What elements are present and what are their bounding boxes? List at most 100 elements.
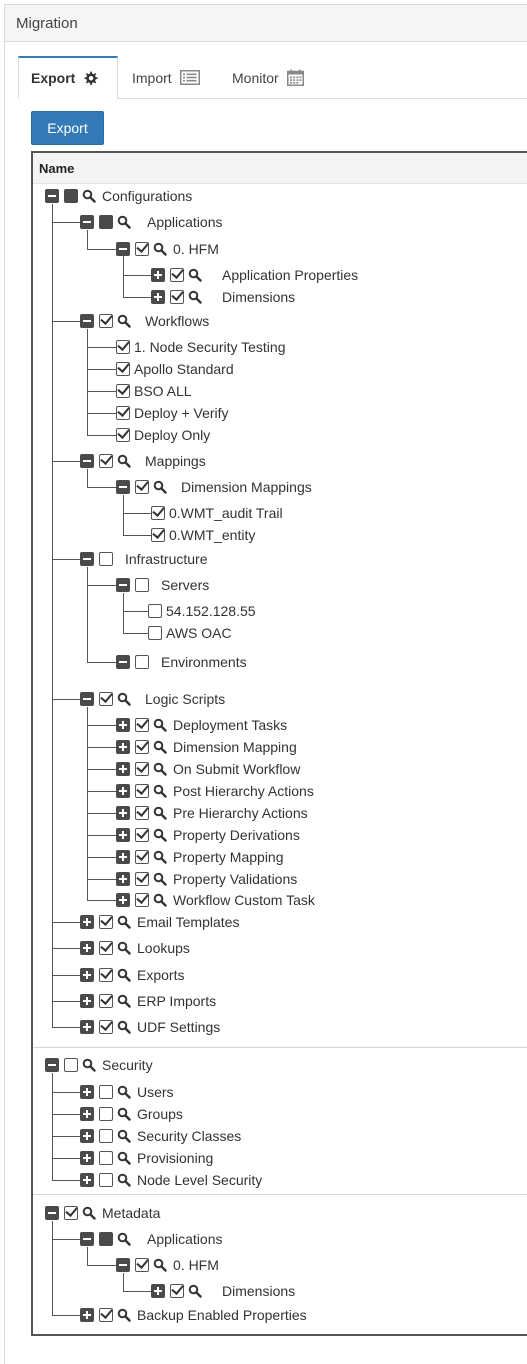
- node-checkbox[interactable]: [99, 994, 113, 1008]
- node-checkbox[interactable]: [99, 1129, 113, 1143]
- expand-icon[interactable]: [116, 784, 130, 798]
- node-checkbox[interactable]: [99, 314, 113, 328]
- tree-node-udf-settings[interactable]: UDF Settings: [80, 1017, 220, 1037]
- node-checkbox[interactable]: [116, 428, 130, 442]
- node-checkbox[interactable]: [151, 528, 165, 542]
- node-checkbox[interactable]: [64, 1206, 78, 1220]
- search-icon[interactable]: [153, 1258, 167, 1272]
- tree-node-pre-hierarchy-actions[interactable]: Pre Hierarchy Actions: [116, 803, 308, 823]
- node-checkbox[interactable]: [135, 893, 149, 907]
- tab-import[interactable]: Import: [120, 56, 212, 99]
- collapse-icon[interactable]: [116, 655, 130, 669]
- search-icon[interactable]: [153, 893, 167, 907]
- expand-icon[interactable]: [116, 850, 130, 864]
- search-icon[interactable]: [188, 290, 202, 304]
- tree-node-property-mapping[interactable]: Property Mapping: [116, 847, 284, 867]
- node-checkbox[interactable]: [135, 740, 149, 754]
- search-icon[interactable]: [153, 784, 167, 798]
- expand-icon[interactable]: [80, 968, 94, 982]
- search-icon[interactable]: [153, 850, 167, 864]
- search-icon[interactable]: [153, 740, 167, 754]
- search-icon[interactable]: [82, 189, 96, 203]
- node-checkbox[interactable]: [64, 189, 78, 203]
- search-icon[interactable]: [82, 1058, 96, 1072]
- search-icon[interactable]: [153, 718, 167, 732]
- search-icon[interactable]: [117, 915, 131, 929]
- node-checkbox[interactable]: [135, 872, 149, 886]
- collapse-icon[interactable]: [80, 454, 94, 468]
- tree-node-deploy-verify[interactable]: Deploy + Verify: [116, 403, 229, 423]
- node-checkbox[interactable]: [99, 1308, 113, 1322]
- expand-icon[interactable]: [80, 1085, 94, 1099]
- tab-export[interactable]: Export: [18, 56, 118, 99]
- search-icon[interactable]: [153, 480, 167, 494]
- tree-node-configurations[interactable]: Configurations: [45, 186, 192, 206]
- node-checkbox[interactable]: [135, 578, 149, 592]
- node-checkbox[interactable]: [116, 362, 130, 376]
- search-icon[interactable]: [117, 1129, 131, 1143]
- tab-monitor[interactable]: Monitor: [220, 56, 316, 99]
- tree-node-exports[interactable]: Exports: [80, 965, 184, 985]
- expand-icon[interactable]: [116, 762, 130, 776]
- tree-node-bso-all[interactable]: BSO ALL: [116, 381, 192, 401]
- node-checkbox[interactable]: [135, 480, 149, 494]
- collapse-icon[interactable]: [45, 189, 59, 203]
- tree-node-0-hfm[interactable]: 0. HFM: [116, 1255, 219, 1275]
- expand-icon[interactable]: [151, 290, 165, 304]
- tree-node-applications[interactable]: Applications: [80, 1229, 223, 1249]
- node-checkbox[interactable]: [99, 1107, 113, 1121]
- search-icon[interactable]: [117, 314, 131, 328]
- collapse-icon[interactable]: [116, 578, 130, 592]
- search-icon[interactable]: [117, 941, 131, 955]
- tree-node-1-node-security-testing[interactable]: 1. Node Security Testing: [116, 337, 286, 357]
- tree-node-security-classes[interactable]: Security Classes: [80, 1126, 241, 1146]
- expand-icon[interactable]: [80, 915, 94, 929]
- node-checkbox[interactable]: [135, 850, 149, 864]
- search-icon[interactable]: [117, 1173, 131, 1187]
- collapse-icon[interactable]: [45, 1206, 59, 1220]
- search-icon[interactable]: [188, 1284, 202, 1298]
- search-icon[interactable]: [117, 692, 131, 706]
- search-icon[interactable]: [153, 762, 167, 776]
- tree-node-0-hfm[interactable]: 0. HFM: [116, 239, 219, 259]
- search-icon[interactable]: [117, 1085, 131, 1099]
- search-icon[interactable]: [117, 994, 131, 1008]
- tree-node-deploy-only[interactable]: Deploy Only: [116, 425, 210, 445]
- tree-node-environments[interactable]: Environments: [116, 652, 247, 672]
- tree-node-application-properties[interactable]: Application Properties: [151, 265, 358, 285]
- tree-node-aws-oac[interactable]: AWS OAC: [148, 623, 232, 643]
- tree-node-property-validations[interactable]: Property Validations: [116, 869, 297, 889]
- node-checkbox[interactable]: [99, 215, 113, 229]
- tree-node-workflows[interactable]: Workflows: [80, 311, 209, 331]
- tree-node-groups[interactable]: Groups: [80, 1104, 183, 1124]
- collapse-icon[interactable]: [116, 480, 130, 494]
- search-icon[interactable]: [153, 806, 167, 820]
- collapse-icon[interactable]: [80, 1232, 94, 1246]
- expand-icon[interactable]: [80, 941, 94, 955]
- node-checkbox[interactable]: [170, 290, 184, 304]
- expand-icon[interactable]: [116, 806, 130, 820]
- search-icon[interactable]: [117, 968, 131, 982]
- node-checkbox[interactable]: [135, 655, 149, 669]
- node-checkbox[interactable]: [151, 506, 165, 520]
- expand-icon[interactable]: [116, 872, 130, 886]
- node-checkbox[interactable]: [135, 1258, 149, 1272]
- tree-node-post-hierarchy-actions[interactable]: Post Hierarchy Actions: [116, 781, 314, 801]
- tree-node-dimension-mapping[interactable]: Dimension Mapping: [116, 737, 297, 757]
- node-checkbox[interactable]: [99, 968, 113, 982]
- node-checkbox[interactable]: [135, 806, 149, 820]
- node-checkbox[interactable]: [99, 1232, 113, 1246]
- node-checkbox[interactable]: [64, 1058, 78, 1072]
- tree-node-metadata[interactable]: Metadata: [45, 1203, 160, 1223]
- expand-icon[interactable]: [116, 828, 130, 842]
- search-icon[interactable]: [117, 1107, 131, 1121]
- search-icon[interactable]: [117, 1151, 131, 1165]
- expand-icon[interactable]: [80, 1151, 94, 1165]
- tree-node-users[interactable]: Users: [80, 1082, 174, 1102]
- tree-node-security[interactable]: Security: [45, 1055, 153, 1075]
- expand-icon[interactable]: [80, 1129, 94, 1143]
- tree-node-deployment-tasks[interactable]: Deployment Tasks: [116, 715, 287, 735]
- node-checkbox[interactable]: [99, 1085, 113, 1099]
- node-checkbox[interactable]: [148, 626, 162, 640]
- node-checkbox[interactable]: [99, 1020, 113, 1034]
